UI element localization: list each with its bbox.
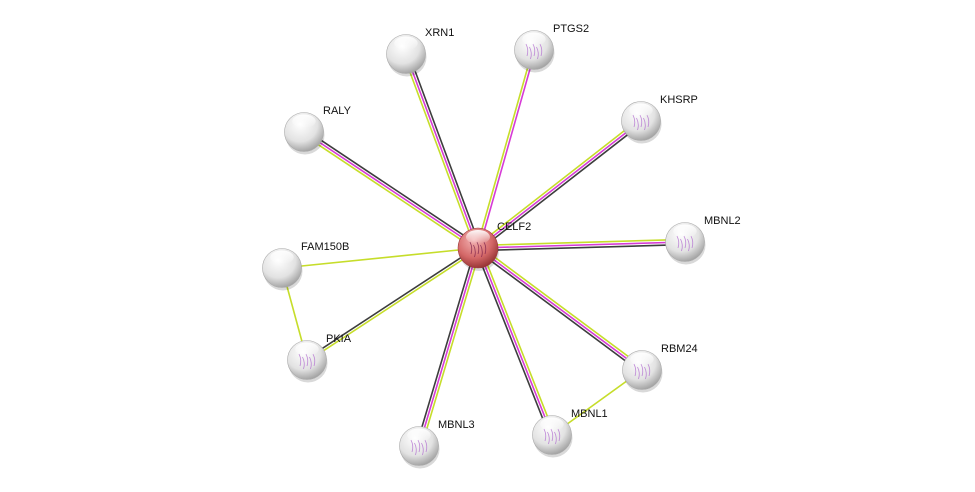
- node-ptgs2[interactable]: PTGS2: [514, 23, 590, 73]
- node-highlight: [540, 417, 564, 432]
- edge-channel-coexpression: [305, 246, 478, 360]
- node-label: MBNL2: [704, 215, 741, 227]
- node-highlight: [295, 342, 319, 357]
- node-highlight: [407, 428, 431, 443]
- edge-celf2-xrn1[interactable]: [402, 52, 482, 250]
- edge-channel-experiments: [477, 247, 553, 436]
- protein-structure-icon: [298, 353, 316, 370]
- edge-channel-experiments: [418, 247, 479, 447]
- node-mbnl1[interactable]: MBNL1: [532, 408, 608, 458]
- edge-celf2-rbm24[interactable]: [475, 245, 645, 373]
- node-highlight: [673, 224, 697, 239]
- edge-channel-textmining: [420, 248, 482, 447]
- node-raly[interactable]: RALY: [284, 105, 352, 155]
- node-highlight: [629, 103, 653, 118]
- edge-channel-textmining: [475, 49, 534, 248]
- edge-channel-textmining: [281, 247, 479, 269]
- edge-channel-coexpression: [474, 248, 551, 437]
- edge-channel-coexpression: [478, 243, 686, 252]
- node-label: MBNL3: [438, 419, 475, 431]
- node-mbnl2[interactable]: MBNL2: [665, 215, 741, 265]
- node-mbnl3[interactable]: MBNL3: [399, 419, 475, 469]
- edge-channel-coexpression: [407, 52, 482, 248]
- edge-channel-experiments: [405, 53, 479, 249]
- node-label: CELF2: [497, 221, 531, 233]
- node-xrn1[interactable]: XRN1: [386, 27, 455, 77]
- node-label: RALY: [323, 105, 352, 117]
- edge-channel-textmining: [479, 245, 645, 369]
- protein-structure-icon: [632, 114, 650, 131]
- node-highlight: [394, 36, 418, 51]
- edge-channel-textmining: [302, 133, 478, 251]
- edge-channel-experiments: [477, 247, 643, 371]
- edge-celf2-mbnl3[interactable]: [415, 247, 482, 447]
- edge-channel-experiments: [303, 131, 479, 249]
- node-highlight: [270, 250, 294, 265]
- edge-channel-coexpression: [479, 122, 644, 251]
- node-highlight: [630, 352, 654, 367]
- edge-channel-experiments: [478, 50, 537, 249]
- protein-structure-icon: [633, 363, 651, 380]
- edge-channel-experiments: [477, 241, 686, 249]
- node-rbm24[interactable]: RBM24: [622, 343, 698, 393]
- edge-channel-experiments: [477, 120, 642, 249]
- node-label: XRN1: [425, 27, 454, 39]
- node-label: PTGS2: [553, 23, 589, 35]
- node-highlight: [522, 32, 546, 47]
- node-khsrp[interactable]: KHSRP: [621, 94, 698, 144]
- edge-channel-coexpression: [475, 249, 641, 373]
- node-label: RBM24: [661, 343, 698, 355]
- node-label: FAM150B: [301, 241, 349, 253]
- node-label: KHSRP: [660, 94, 698, 106]
- edge-channel-coexpression: [304, 129, 480, 247]
- edge-celf2-mbnl1[interactable]: [474, 246, 556, 437]
- node-label: MBNL1: [571, 408, 608, 420]
- edge-channel-textmining: [307, 248, 480, 362]
- edge-channel-textmining: [479, 246, 556, 435]
- edge-channel-coexpression: [415, 247, 477, 446]
- edge-channel-textmining: [477, 238, 685, 247]
- edge-celf2-pkia[interactable]: [305, 246, 480, 362]
- node-pkia[interactable]: PKIA: [287, 333, 352, 383]
- node-celf2[interactable]: CELF2: [457, 221, 531, 271]
- edge-channel-textmining: [475, 118, 640, 247]
- edge-celf2-raly[interactable]: [302, 129, 480, 251]
- edge-celf2-khsrp[interactable]: [475, 118, 644, 251]
- edge-celf2-mbnl2[interactable]: [477, 238, 686, 252]
- node-label: PKIA: [326, 333, 352, 345]
- node-fam150b[interactable]: FAM150B: [262, 241, 350, 291]
- edge-celf2-fam150b[interactable]: [281, 247, 479, 269]
- edge-celf2-ptgs2[interactable]: [475, 49, 537, 249]
- edge-channel-textmining: [402, 54, 477, 250]
- node-highlight: [292, 114, 316, 129]
- node-highlight: [466, 230, 490, 244]
- edges-layer: [281, 49, 686, 447]
